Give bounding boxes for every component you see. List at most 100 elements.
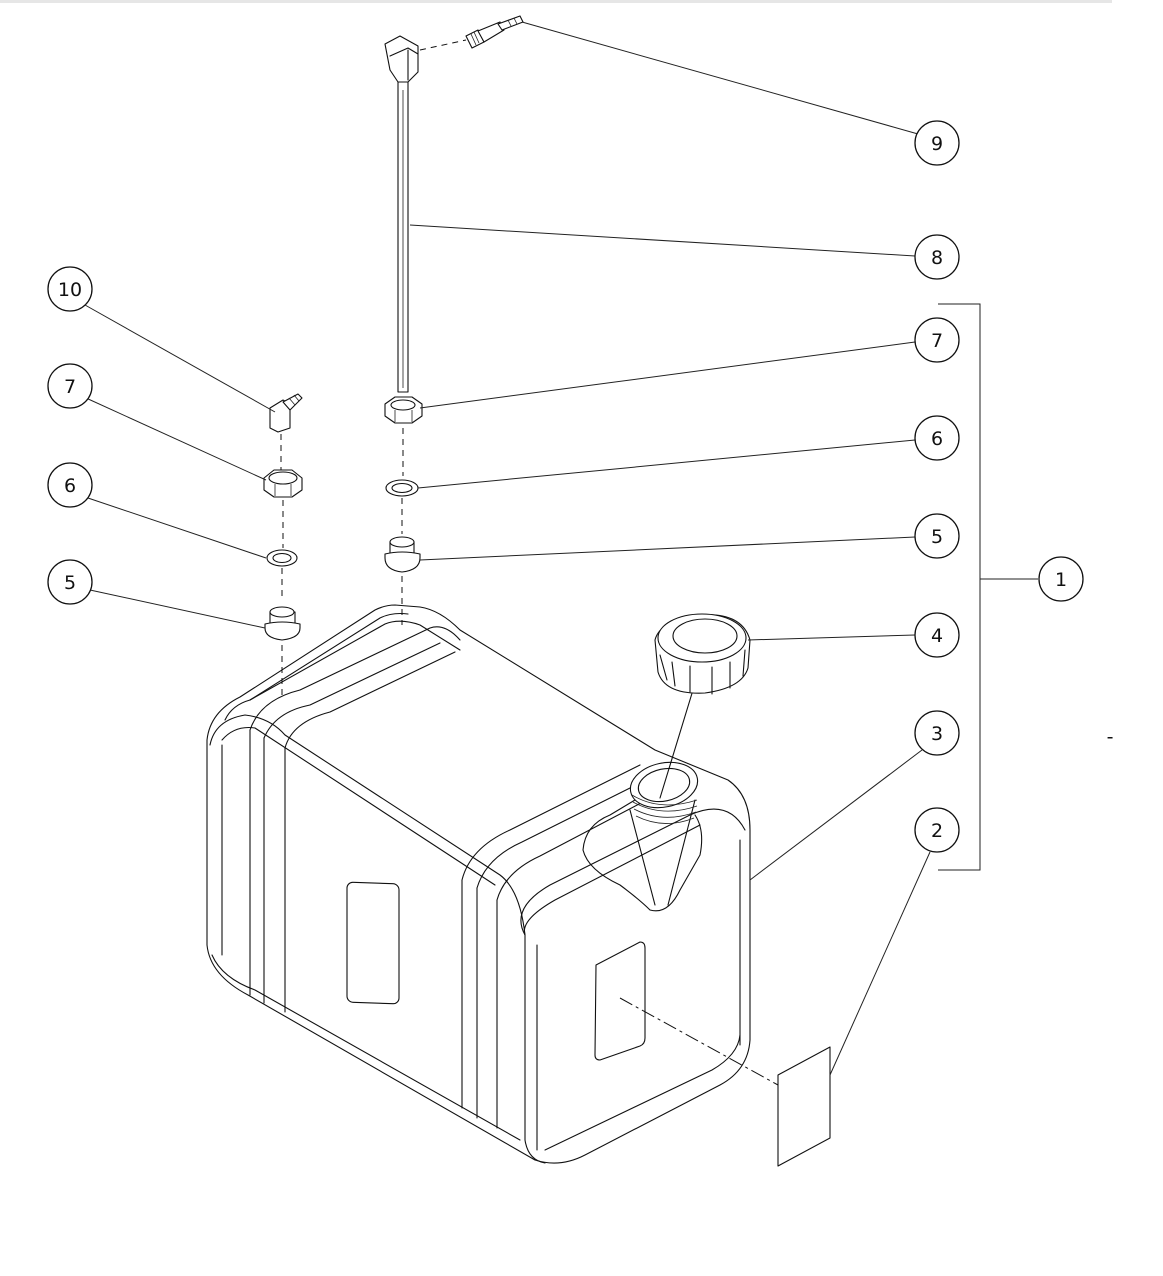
fitting-9-thread-1 [470, 33, 477, 46]
leader-lines [84, 21, 1038, 1076]
callout-5-left-label: 5 [64, 572, 76, 594]
callout-6-right-label: 6 [931, 428, 943, 450]
callout-7-left-circle [47, 363, 93, 409]
filler-thread-4 [635, 815, 695, 824]
leader-6-right [417, 439, 916, 489]
band-right-top-c [496, 791, 663, 901]
fitting-9-ridge-1 [507, 19, 512, 27]
tank-front-corner-1 [524, 934, 546, 1164]
washer-6-right [385, 479, 419, 497]
leader-4 [747, 634, 916, 641]
bulkhead-5-left-flange [264, 621, 301, 641]
elbow-fitting-10-ridge-1 [288, 397, 296, 406]
callout-7-right: 7 [914, 317, 960, 363]
tank-long-top-edge [209, 714, 526, 936]
band-right-top-a [461, 764, 641, 881]
fitting-9-body [477, 21, 505, 43]
callout-3-circle [914, 710, 960, 756]
tank-front-top-edge-2 [523, 824, 701, 936]
tank-long-top-edge-2 [221, 726, 496, 886]
cap-tether [659, 689, 694, 799]
tank-outline [206, 604, 751, 1164]
callout-7-right-circle [914, 317, 960, 363]
label-plate [777, 1046, 831, 1167]
front-label-recess [594, 941, 646, 1061]
leader-5-right [419, 536, 916, 561]
cap-top-rim [657, 613, 747, 663]
band-left-top-b [263, 642, 441, 739]
filler-neck-base-left [582, 799, 636, 851]
callout-5-right-circle [914, 513, 960, 559]
cap-grip-1 [659, 654, 668, 681]
leader-2 [829, 851, 931, 1076]
callout-10: 10 [47, 266, 93, 312]
filler-neck-base [582, 814, 703, 912]
band-left-top-a [249, 626, 461, 731]
callout-7-left-label: 7 [64, 376, 76, 398]
filler-thread-1 [631, 794, 698, 806]
band-left-top-c [284, 651, 456, 749]
callout-5-right: 5 [914, 513, 960, 559]
label-plate-axis [619, 997, 779, 1086]
callout-6-left-circle [47, 462, 93, 508]
callout-10-label: 10 [58, 279, 82, 301]
tank-top-ridge-1 [224, 612, 409, 721]
tank-front-bottom-edge [544, 1034, 741, 1151]
cap-top-center [672, 618, 738, 654]
callout-1-circle [1038, 556, 1084, 602]
callout-3-label: 3 [931, 723, 943, 745]
nut-7-right-bore [390, 399, 416, 411]
callout-1-label: 1 [1055, 569, 1067, 591]
callout-5-left: 5 [47, 559, 93, 605]
suction-elbow-edge [389, 47, 419, 57]
callout-6-left: 6 [47, 462, 93, 508]
fitting-9-axis [419, 39, 467, 51]
edge-mark: - [1107, 726, 1114, 748]
filler-neck-side-left [629, 809, 656, 906]
callout-1: 1 [1038, 556, 1084, 602]
callout-9-label: 9 [931, 133, 943, 155]
callout-7-right-label: 7 [931, 330, 943, 352]
washer-6-right-hole [391, 482, 413, 494]
band-right-top-b [476, 777, 651, 889]
callout-8-label: 8 [931, 247, 943, 269]
suction-elbow [384, 35, 419, 83]
filler-cap [654, 613, 751, 695]
leader-5-left [89, 589, 266, 629]
callout-6-right: 6 [914, 415, 960, 461]
tank [206, 604, 751, 1164]
leader-8 [409, 224, 916, 257]
callout-8-circle [914, 234, 960, 280]
filler-neck-side-right [667, 799, 696, 906]
side-label-recess [346, 881, 400, 1005]
callout-10-circle [47, 266, 93, 312]
callout-7-left: 7 [47, 363, 93, 409]
filler-neck-inner [637, 767, 691, 803]
callout-6-right-circle [914, 415, 960, 461]
washer-6-left-hole [272, 552, 292, 564]
callout-2: 2 [914, 807, 960, 853]
cap-grip-6 [742, 649, 746, 677]
elbow-fitting-10 [269, 399, 291, 433]
callout-3: 3 [914, 710, 960, 756]
callout-5-left-circle [47, 559, 93, 605]
washer-6-left [266, 549, 298, 567]
bulkhead-5-right-top [389, 536, 415, 548]
callout-4-circle [914, 612, 960, 658]
assembly-bracket [938, 303, 981, 871]
callout-9: 9 [914, 120, 960, 166]
bulkhead-5-right-flange [384, 551, 421, 573]
callout-8: 8 [914, 234, 960, 280]
leader-6-left [84, 496, 267, 559]
callout-4: 4 [914, 612, 960, 658]
callout-4-label: 4 [931, 625, 943, 647]
callout-5-right-label: 5 [931, 526, 943, 548]
leader-7-right [419, 341, 916, 409]
callout-9-circle [914, 120, 960, 166]
tank-top-ridge-2 [249, 620, 461, 701]
filler-thread-3 [633, 808, 697, 818]
leader-3 [749, 749, 923, 881]
leader-9 [521, 21, 919, 135]
fitting-9-barb [497, 15, 524, 31]
